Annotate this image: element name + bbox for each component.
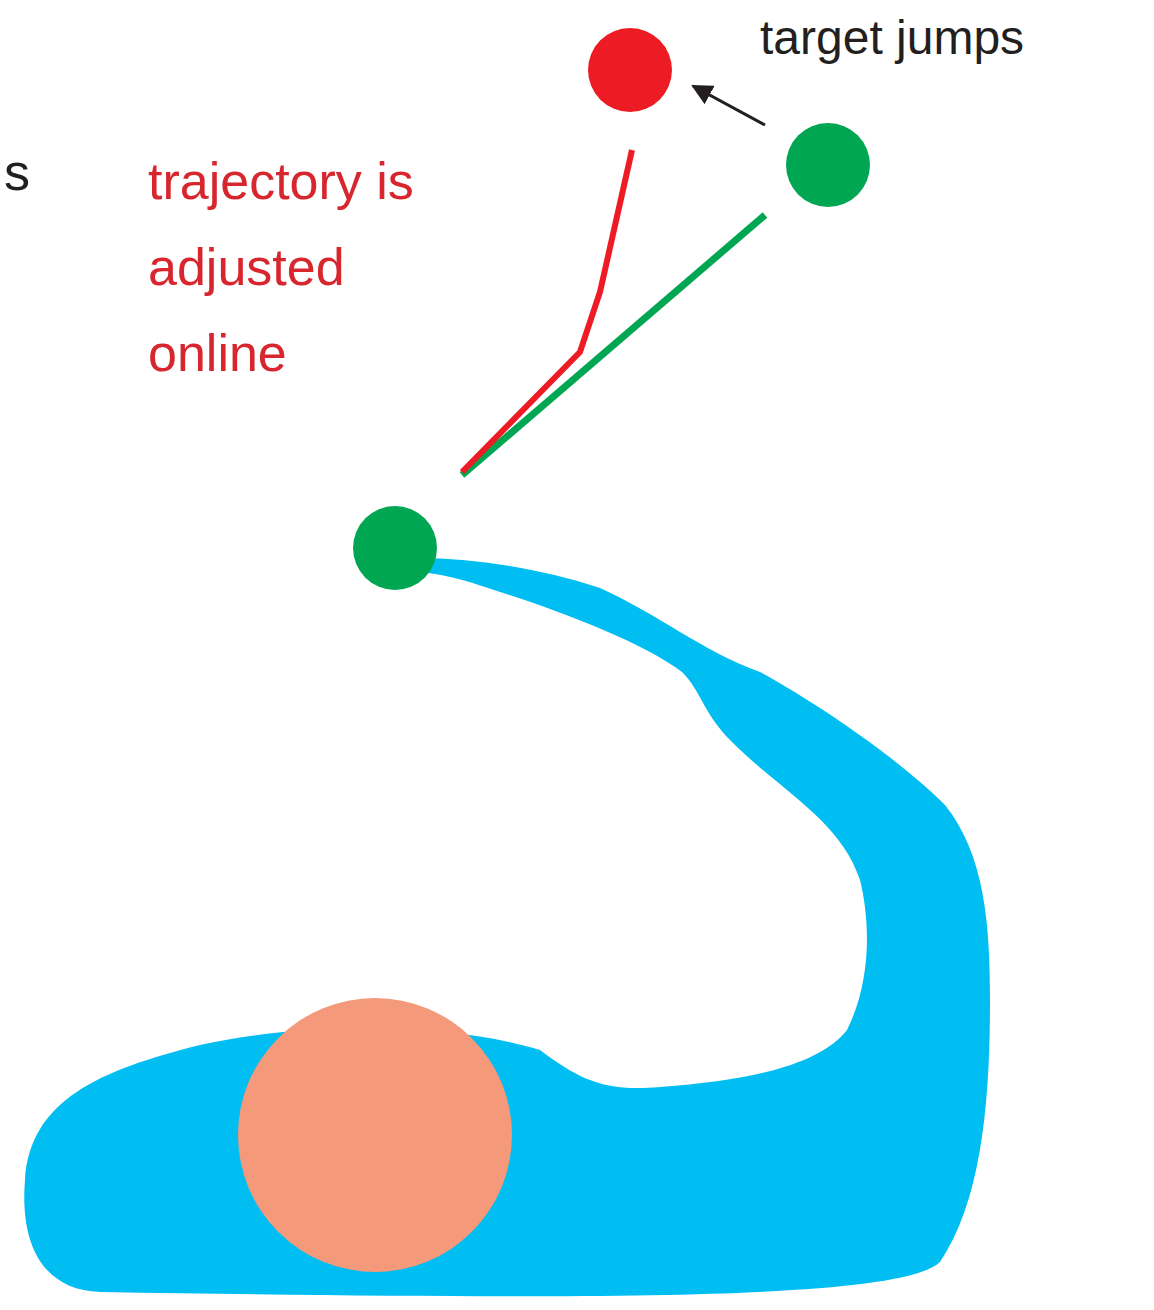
annotation-text: trajectory is adjusted online bbox=[148, 138, 448, 396]
planned-trajectory bbox=[462, 215, 765, 475]
cropped-text: s bbox=[4, 140, 64, 204]
arm-body bbox=[24, 558, 990, 1296]
head bbox=[238, 998, 512, 1272]
adjusted-trajectory bbox=[462, 150, 632, 472]
jump-arrow bbox=[693, 86, 765, 125]
new-target bbox=[588, 28, 672, 112]
original-target bbox=[786, 123, 870, 207]
annotation-text: target jumps bbox=[760, 8, 1150, 68]
start-point bbox=[353, 506, 437, 590]
